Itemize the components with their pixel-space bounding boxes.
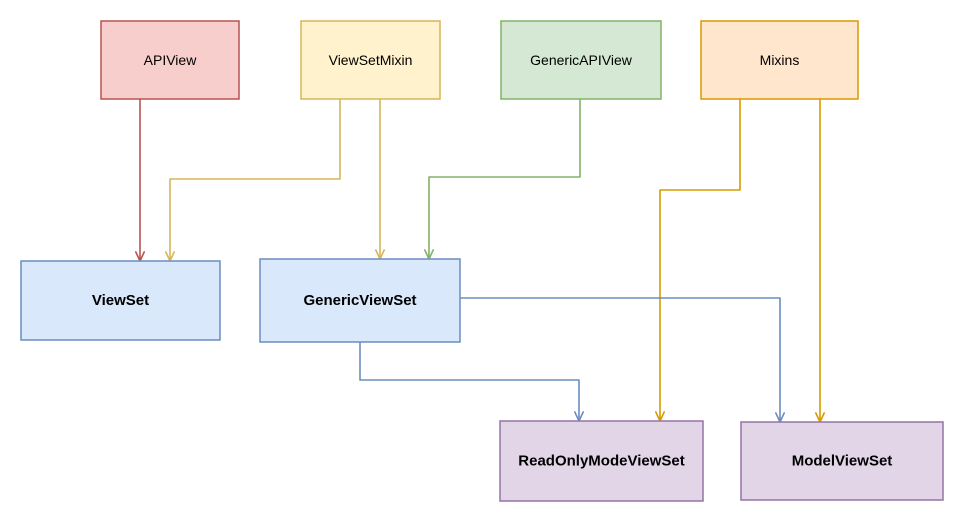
node-label-genericapiview: GenericAPIView — [530, 52, 633, 68]
node-mixins: Mixins — [700, 20, 859, 100]
node-modelviewset: ModelViewSet — [740, 421, 944, 501]
node-box-readonlymodeviewset — [499, 420, 704, 502]
node-genericviewset: GenericViewSet — [259, 258, 461, 343]
node-label-apiview: APIView — [144, 52, 198, 68]
edge-genericviewset-to-readonlymodeviewset — [359, 341, 584, 422]
node-box-mixins — [700, 20, 859, 100]
node-label-modelviewset: ModelViewSet — [792, 453, 893, 470]
edge-line — [169, 98, 341, 262]
edge-line — [359, 341, 580, 422]
node-box-viewset — [20, 260, 221, 341]
edge-mixins-to-modelviewset — [815, 98, 825, 423]
node-viewsetmixin: ViewSetMixin — [300, 20, 441, 100]
node-label-viewsetmixin: ViewSetMixin — [329, 52, 413, 68]
node-readonlymodeviewset: ReadOnlyModeViewSet — [499, 420, 704, 502]
node-label-readonlymodeviewset: ReadOnlyModeViewSet — [518, 453, 684, 470]
edge-line — [428, 98, 581, 260]
edge-genericviewset-to-modelviewset — [459, 297, 785, 423]
node-genericapiview: GenericAPIView — [500, 20, 662, 100]
node-box-modelviewset — [740, 421, 944, 501]
edge-apiview-to-viewset — [135, 98, 145, 262]
edge-mixins-to-readonlymodeviewset — [655, 98, 741, 422]
edge-genericapiview-to-genericviewset — [424, 98, 581, 260]
node-label-mixins: Mixins — [760, 52, 800, 68]
node-box-genericviewset — [259, 258, 461, 343]
node-apiview: APIView — [100, 20, 240, 100]
node-box-genericapiview — [500, 20, 662, 100]
node-label-viewset: ViewSet — [92, 292, 149, 309]
edge-line — [659, 98, 741, 422]
edge-viewsetmixin-to-genericviewset — [375, 98, 385, 260]
edge-viewsetmixin-to-viewset — [165, 98, 341, 262]
node-box-apiview — [100, 20, 240, 100]
node-viewset: ViewSet — [20, 260, 221, 341]
edge-line — [459, 297, 781, 423]
node-box-viewsetmixin — [300, 20, 441, 100]
node-label-genericviewset: GenericViewSet — [303, 292, 416, 309]
